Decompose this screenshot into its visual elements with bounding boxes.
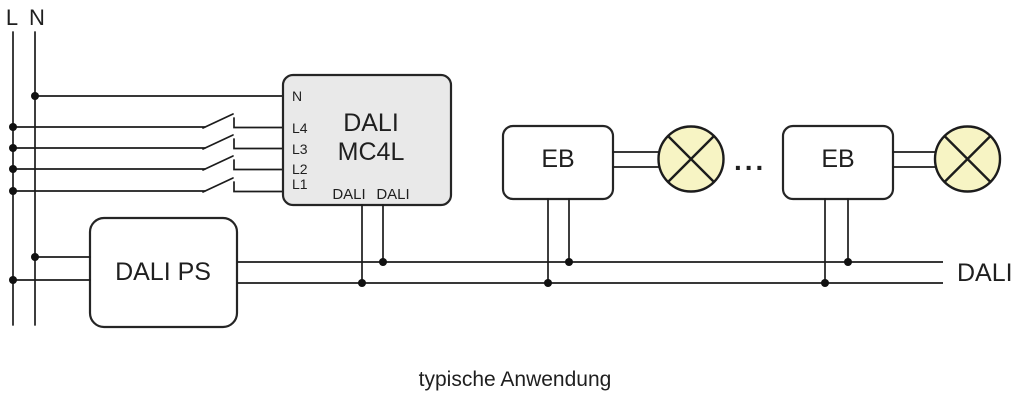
continuation-ellipsis: ... <box>734 145 766 176</box>
switch-row-l4 <box>12 113 284 129</box>
mc4l-dali-label-right: DALI <box>376 186 409 203</box>
eb1-box <box>501 124 615 201</box>
switch-blade <box>202 113 234 129</box>
eb-unit-1: EB <box>501 124 615 201</box>
junction-dot <box>31 92 39 100</box>
switch-blade <box>202 155 234 171</box>
junction-dot <box>31 253 39 261</box>
dali-ps-unit: DALI PS <box>88 216 239 329</box>
dali-ps-label: DALI PS <box>115 258 211 286</box>
mc4l-dali-label-left: DALI <box>332 186 365 203</box>
switch-row-l2 <box>12 155 284 171</box>
lamp-symbol-1 <box>657 125 725 193</box>
mc4l-unit: DALI MC4L DALI DALI N L4 L3 L2 L1 <box>281 73 453 207</box>
junction-dot <box>844 258 852 266</box>
mains-l-label: L <box>6 5 18 30</box>
mc4l-box <box>281 73 453 207</box>
junction-dots <box>9 92 852 287</box>
switch-blade <box>202 177 234 193</box>
mc4l-terminal-l3: L3 <box>292 141 308 157</box>
switch-contact-wire <box>233 117 284 129</box>
switch-contact-wire <box>233 159 284 171</box>
switch-contact-wire <box>233 138 284 150</box>
dali-ps-box <box>88 216 239 329</box>
junction-dot <box>821 279 829 287</box>
switch-blade <box>202 134 234 150</box>
mc4l-terminal-l2: L2 <box>292 161 308 177</box>
mc4l-terminal-l1: L1 <box>292 176 308 192</box>
mc4l-title-line2: MC4L <box>338 138 405 166</box>
junction-dot <box>544 279 552 287</box>
lamp2-cross <box>943 135 992 183</box>
mc4l-terminal-n: N <box>292 88 302 104</box>
mc4l-title-line1: DALI <box>343 109 399 137</box>
diagram-caption: typische Anwendung <box>419 368 612 391</box>
junction-dot <box>565 258 573 266</box>
eb1-label: EB <box>541 145 574 173</box>
lamp1-cross <box>667 135 715 183</box>
eb2-label: EB <box>821 145 854 173</box>
mains-n-label: N <box>29 5 45 30</box>
dali-bus-label: DALI <box>957 259 1013 287</box>
junction-dot <box>9 276 17 284</box>
eb-unit-2: EB <box>781 124 895 201</box>
junction-dot <box>379 258 387 266</box>
eb2-box <box>781 124 895 201</box>
mc4l-terminal-l4: L4 <box>292 120 308 136</box>
junction-dot <box>9 123 17 131</box>
junction-dot <box>9 165 17 173</box>
switch-row-l1 <box>12 177 284 193</box>
switch-row-l3 <box>12 134 284 150</box>
junction-dot <box>9 144 17 152</box>
switch-contact-wire <box>233 181 284 193</box>
junction-dot <box>358 279 366 287</box>
lamp-symbol-2 <box>933 125 1002 193</box>
junction-dot <box>9 187 17 195</box>
